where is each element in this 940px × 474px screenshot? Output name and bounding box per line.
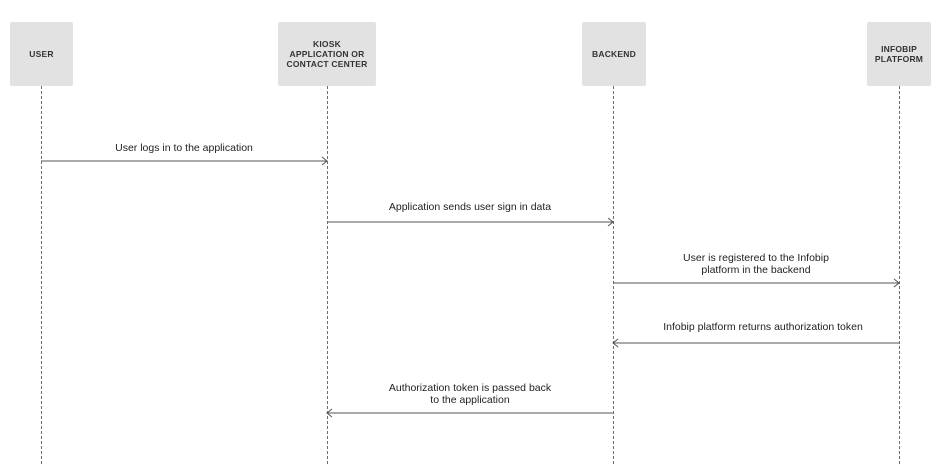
message-label-1: User logs in to the application: [41, 142, 327, 154]
lifeline-user: [41, 86, 42, 464]
actor-backend: BACKEND: [582, 22, 646, 86]
actor-infobip: INFOBIP PLATFORM: [867, 22, 931, 86]
message-arrow-2: [327, 217, 614, 227]
actor-label-line: CONTACT CENTER: [286, 59, 368, 69]
message-label-5: Authorization token is passed back to th…: [327, 382, 613, 406]
message-label-2: Application sends user sign in data: [327, 201, 613, 213]
message-label-line: Application sends user sign in data: [388, 201, 552, 213]
message-arrow-3: [613, 278, 900, 288]
actor-label-line: KIOSK: [313, 39, 341, 49]
message-arrow-4: [612, 338, 899, 348]
actor-kiosk: KIOSK APPLICATION OR CONTACT CENTER: [278, 22, 376, 86]
message-arrow-5: [326, 408, 613, 418]
message-label-line: platform in the backend: [701, 264, 811, 276]
message-label-line: User logs in to the application: [115, 142, 253, 154]
actor-label-line: INFOBIP: [881, 44, 917, 54]
lifeline-infobip: [899, 86, 900, 464]
message-label-line: User is registered to the Infobip: [683, 252, 829, 264]
message-label-3: User is registered to the Infobip platfo…: [613, 252, 899, 276]
actor-label-line: USER: [29, 49, 54, 59]
actor-label-line: PLATFORM: [874, 54, 924, 64]
message-label-line: Infobip platform returns authorization t…: [663, 321, 863, 333]
lifeline-backend: [613, 86, 614, 464]
actor-label-line: APPLICATION OR: [289, 49, 365, 59]
actor-label-line: BACKEND: [592, 49, 636, 59]
actor-user: USER: [10, 22, 73, 86]
message-label-4: Infobip platform returns authorization t…: [613, 321, 913, 333]
message-label-line: Authorization token is passed back: [388, 382, 552, 394]
lifeline-kiosk: [327, 86, 328, 464]
message-arrow-1: [41, 156, 328, 166]
message-label-line: to the application: [430, 394, 510, 406]
